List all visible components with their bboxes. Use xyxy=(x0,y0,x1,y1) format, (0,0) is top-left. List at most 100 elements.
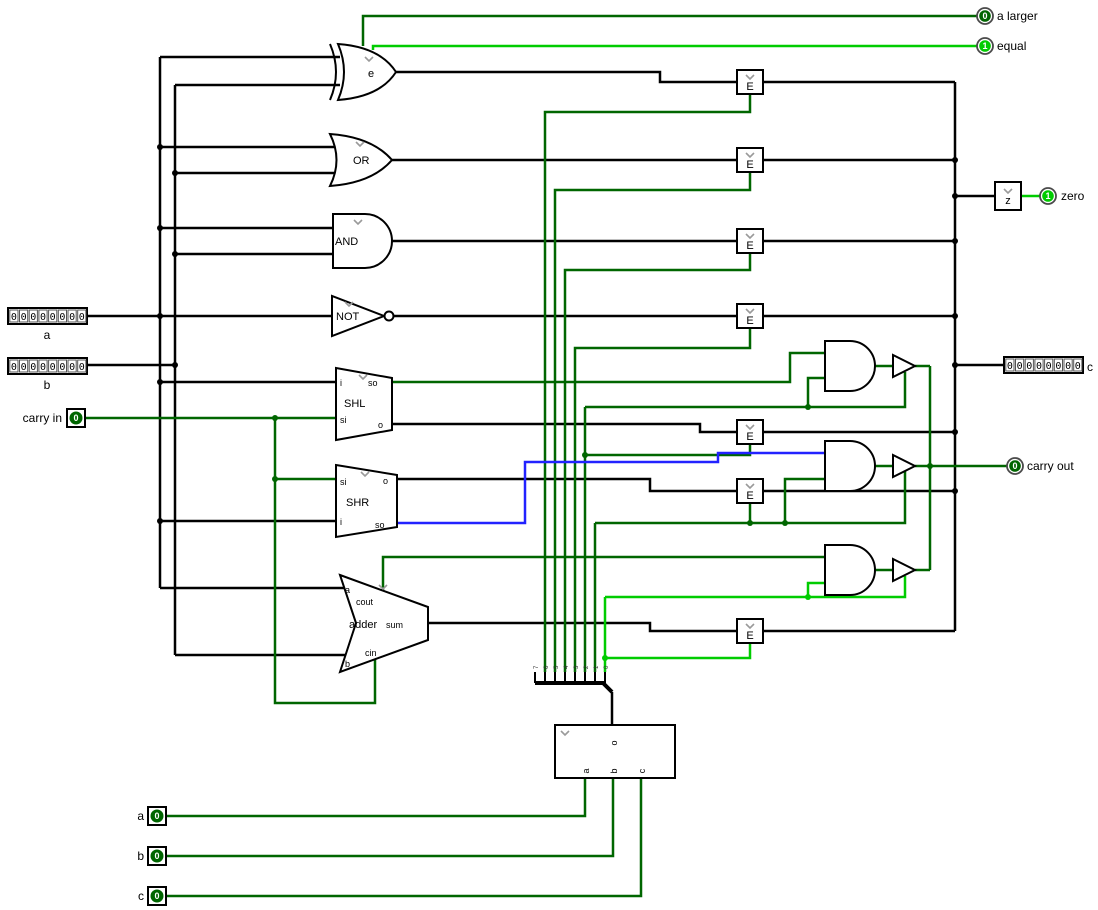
bit-value: 0 xyxy=(40,362,46,373)
operation-decoder[interactable]: o a b c xyxy=(554,724,676,779)
decoder-pin-a: a xyxy=(581,768,591,773)
facing-chevron-icon xyxy=(360,471,370,478)
carry-in-value: 0 xyxy=(73,413,78,423)
wire-junction-dot xyxy=(805,594,811,600)
select-pin-c[interactable]: c 0 xyxy=(138,886,167,906)
splitter-bit-label: 4 xyxy=(564,665,570,669)
wire-enable-1 xyxy=(543,94,752,672)
shr-shifter[interactable]: si o SHR i so xyxy=(335,463,398,539)
bit-value: 0 xyxy=(79,312,85,323)
carry-out-pin[interactable]: 0 carry out xyxy=(1006,457,1074,475)
enable-buffer-7[interactable]: E xyxy=(736,618,764,644)
equal-value-disc xyxy=(979,40,991,52)
shr-pin-i: i xyxy=(340,517,342,527)
enable-buffer-2[interactable]: E xyxy=(736,147,764,173)
facing-chevron-icon xyxy=(745,424,755,431)
wire-junction-dot xyxy=(782,520,788,526)
input-b-label: b xyxy=(44,378,51,392)
enable-buffer-5[interactable]: E xyxy=(736,419,764,445)
facing-chevron-icon xyxy=(745,152,755,159)
wire-junction-dot xyxy=(582,452,588,458)
carry-buffer-shr[interactable] xyxy=(892,453,918,479)
equal-pin[interactable]: 1 equal xyxy=(976,37,1026,55)
and-label: AND xyxy=(335,236,358,248)
bit-cell xyxy=(38,309,48,323)
a-larger-value-disc xyxy=(979,10,991,22)
bit-cell xyxy=(28,309,38,323)
zero-pin[interactable]: 1 zero xyxy=(1039,187,1085,205)
bit-cell xyxy=(19,359,29,373)
adder[interactable]: a cout adder sum cin b xyxy=(338,573,429,674)
wire-junction-dot xyxy=(952,157,958,163)
carry-and-gate-shr[interactable] xyxy=(824,440,876,492)
bit-cell xyxy=(67,309,77,323)
adder-pin-cout: cout xyxy=(356,597,374,607)
splitter-bit-label: 5 xyxy=(554,665,560,669)
wire-enable-6c xyxy=(783,477,825,523)
carry-in-value-disc xyxy=(69,411,83,425)
zero-value-disc xyxy=(1042,190,1054,202)
a-larger-value: 0 xyxy=(982,11,987,21)
bit-value: 0 xyxy=(1007,361,1013,372)
select-pin-b[interactable]: b 0 xyxy=(137,846,167,866)
inverter-bubble xyxy=(383,310,395,322)
not-gate[interactable]: NOT xyxy=(331,294,395,338)
bit-value: 0 xyxy=(1075,361,1081,372)
select-b-value-disc xyxy=(150,849,164,863)
carry-buffer-shl[interactable] xyxy=(892,353,918,379)
enable-buffer-3[interactable]: E xyxy=(736,228,764,254)
enable-buffer-label: E xyxy=(746,630,753,642)
wire-junction-dot xyxy=(272,415,278,421)
facing-chevron-icon xyxy=(745,308,755,315)
or-gate[interactable]: OR xyxy=(328,132,394,188)
wire-junction-dot xyxy=(602,655,608,661)
select-a-label: a xyxy=(137,809,144,823)
carry-and-gate-adder[interactable] xyxy=(824,544,876,596)
wire-sel-b xyxy=(166,778,615,858)
bus-wires xyxy=(86,55,1004,725)
carry-out-label: carry out xyxy=(1027,459,1074,473)
splitter-rail xyxy=(535,681,614,694)
select-pin-a[interactable]: a 0 xyxy=(137,806,167,826)
select-c-label: c xyxy=(138,889,144,903)
carry-and-gate-shl[interactable] xyxy=(824,340,876,392)
comparator-gate[interactable]: e xyxy=(329,42,398,102)
splitter-bit-label: 2 xyxy=(584,665,590,669)
facing-chevron-icon xyxy=(355,141,365,148)
a-larger-pin[interactable]: 0 a larger xyxy=(976,7,1038,25)
carry-in-pin[interactable]: carry in 0 xyxy=(23,408,86,428)
wire-junction-dot xyxy=(927,463,933,469)
bit-value: 0 xyxy=(69,362,75,373)
and-gate[interactable]: AND xyxy=(332,213,393,269)
splitter-bit-label: 3 xyxy=(574,665,580,669)
shl-pin-so: so xyxy=(368,378,378,388)
facing-chevron-icon xyxy=(1003,188,1013,195)
bit-value: 0 xyxy=(40,312,46,323)
bit-value: 0 xyxy=(1046,361,1052,372)
bit-value: 0 xyxy=(59,312,65,323)
enable-buffer-6[interactable]: E xyxy=(736,478,764,504)
or-label: OR xyxy=(353,155,370,167)
bit-value: 0 xyxy=(50,312,56,323)
enable-buffer-4[interactable]: E xyxy=(736,303,764,329)
bit-value: 0 xyxy=(21,312,27,323)
bit-value: 0 xyxy=(59,362,65,373)
wire-adder-cout xyxy=(381,555,825,591)
shl-label: SHL xyxy=(344,398,365,410)
shr-pin-so: so xyxy=(375,520,385,530)
enable-buffer-1[interactable]: E xyxy=(736,69,764,95)
bit-value: 0 xyxy=(50,362,56,373)
bit-value: 0 xyxy=(30,362,36,373)
shl-shifter[interactable]: i so SHL si o xyxy=(335,366,393,442)
bus-splitter[interactable]: 7 6 5 4 3 2 1 0 xyxy=(534,665,614,694)
carry-buffer-adder[interactable] xyxy=(892,557,918,583)
select-c-value-disc xyxy=(150,889,164,903)
wire-junction-dot xyxy=(172,170,178,176)
zero-detector[interactable]: z xyxy=(994,181,1022,211)
carry-out-value: 0 xyxy=(1012,461,1017,471)
